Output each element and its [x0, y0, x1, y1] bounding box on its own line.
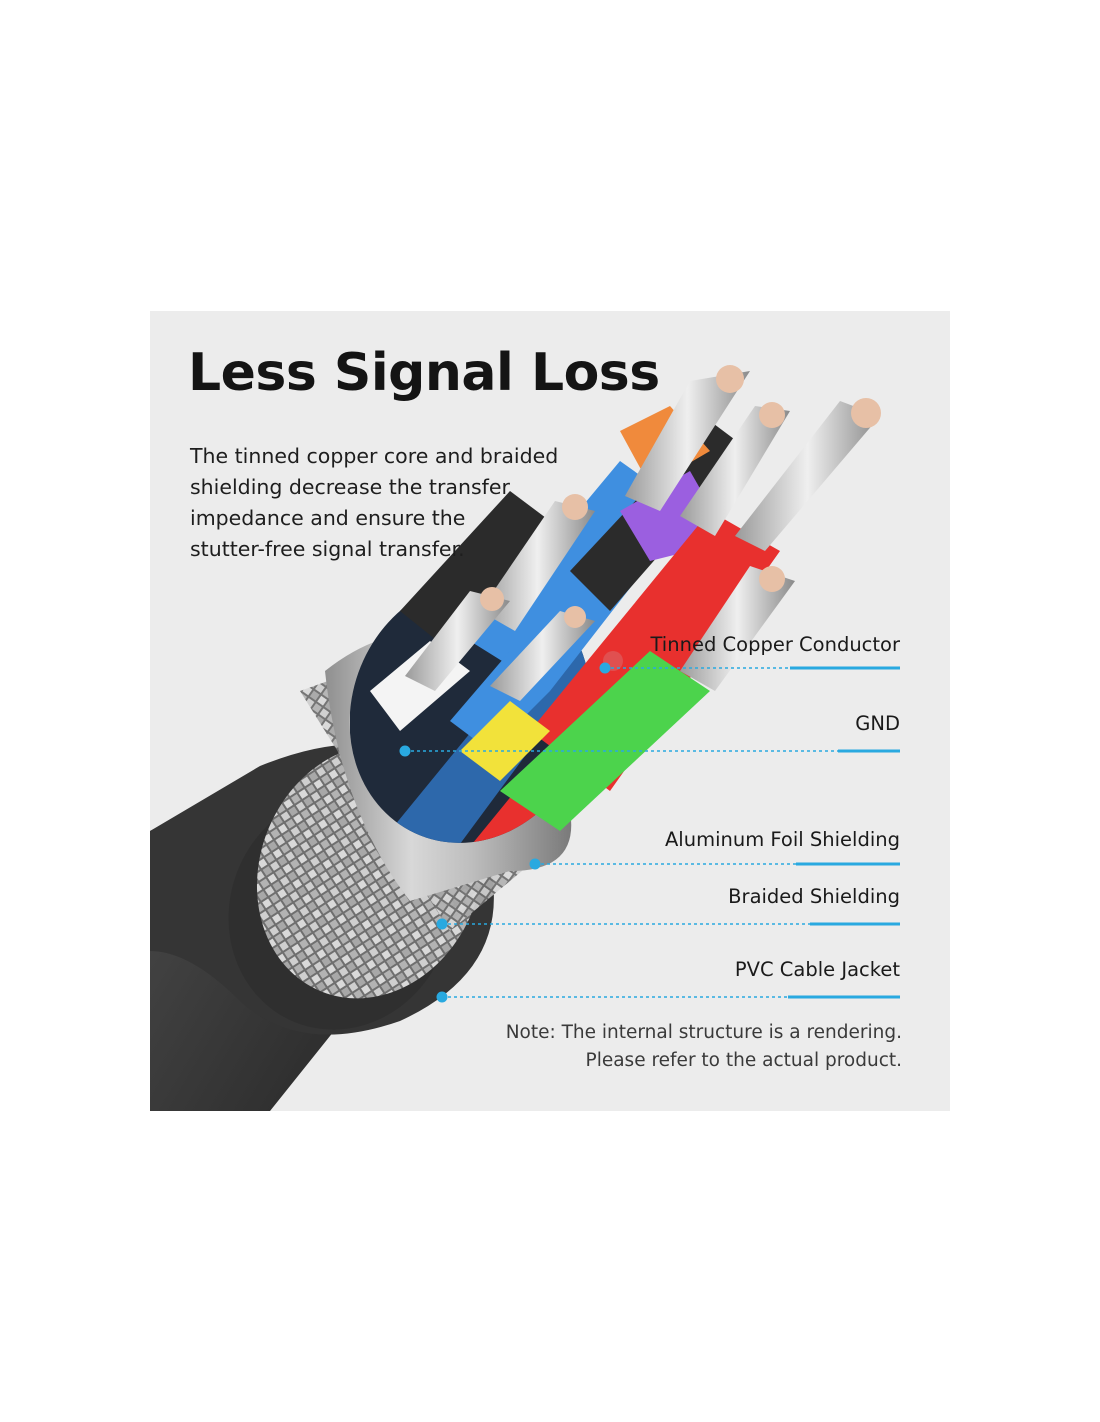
callout-braided-shielding: Braided Shielding: [728, 885, 900, 908]
callout-gnd: GND: [855, 712, 900, 735]
description-line: The tinned copper core and braided: [190, 444, 559, 468]
strand-ends: [480, 365, 881, 671]
tinned-copper-strands: [405, 371, 880, 701]
callout-aluminum-foil-shielding: Aluminum Foil Shielding: [664, 828, 900, 851]
disclaimer-note: Note: The internal structure is a render…: [506, 1019, 902, 1075]
description-line: impedance and ensure the: [190, 506, 466, 530]
signal-wires: [370, 406, 780, 831]
callout-dot-icon: [399, 662, 611, 1003]
callout-leaders: [405, 666, 900, 999]
cable-cross-section-illustration: [150, 365, 900, 1111]
description-line: stutter-free signal transfer.: [190, 537, 465, 561]
headline: Less Signal Loss: [188, 343, 660, 403]
infographic-panel: Less Signal Loss The tinned copper core …: [150, 311, 950, 1111]
callout-pvc-cable-jacket: PVC Cable Jacket: [734, 958, 900, 981]
description-line: shielding decrease the transfer: [190, 475, 510, 499]
callout-tinned-copper-conductor: Tinned Copper Conductor: [650, 633, 901, 656]
note-line: Please refer to the actual product.: [585, 1050, 902, 1071]
description: The tinned copper core and braided shiel…: [190, 441, 610, 565]
note-line: Note: The internal structure is a render…: [505, 1022, 902, 1043]
